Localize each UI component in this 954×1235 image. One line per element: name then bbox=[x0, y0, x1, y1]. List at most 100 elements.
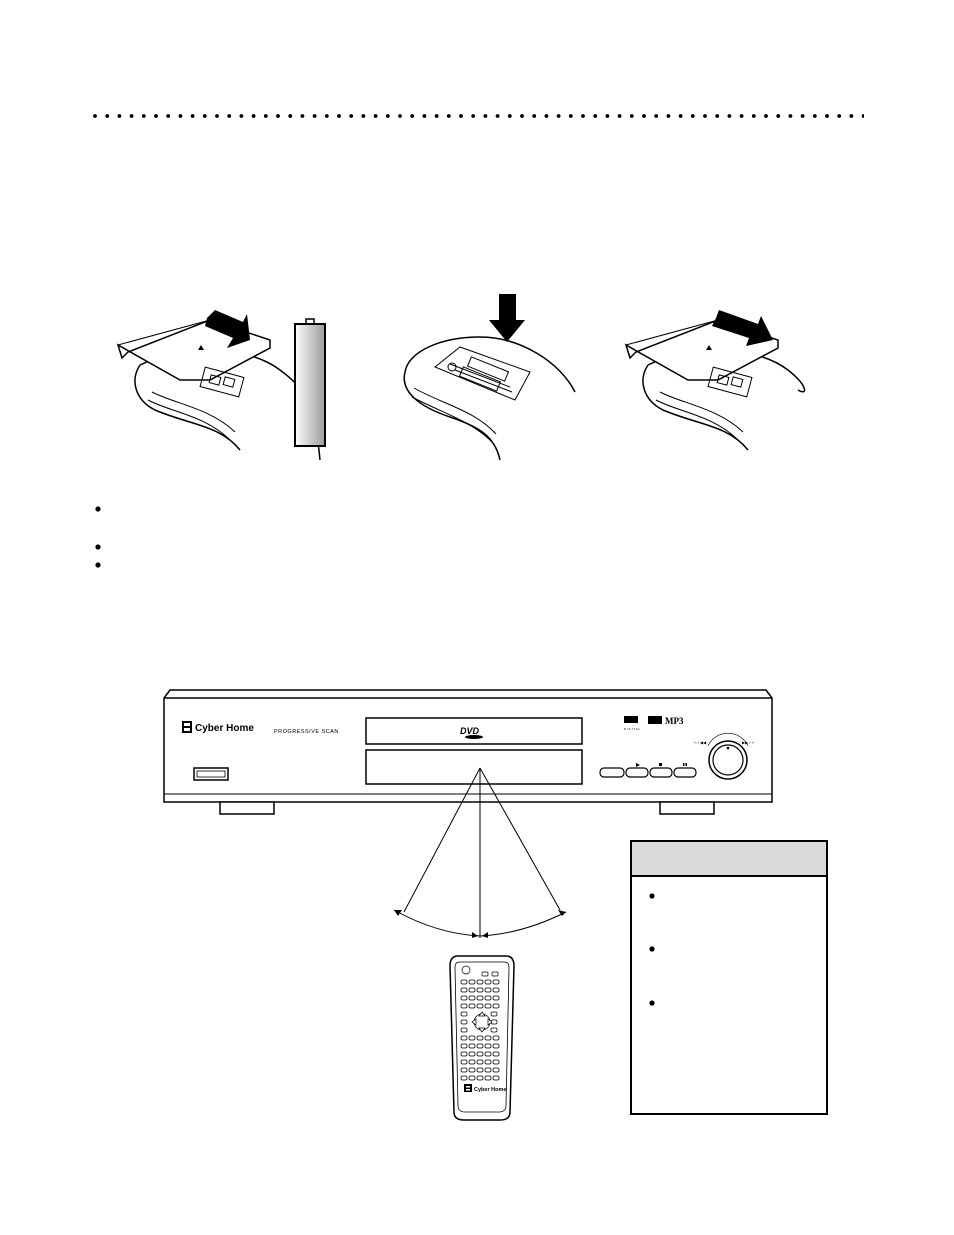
rule-dot bbox=[617, 114, 622, 118]
remote-button bbox=[476, 1003, 484, 1009]
rule-dot bbox=[812, 114, 817, 118]
rule-dot bbox=[629, 114, 634, 118]
remote-button bbox=[468, 1035, 476, 1041]
svg-text:‹‹ / ◀◀: ‹‹ / ◀◀ bbox=[694, 740, 707, 745]
remote-brand: Cyber Home bbox=[474, 1087, 506, 1093]
rule-dot bbox=[178, 114, 183, 118]
rule-dot bbox=[337, 114, 341, 118]
remote-button bbox=[484, 1035, 492, 1041]
rule-dot bbox=[544, 114, 549, 118]
remote-button bbox=[468, 1043, 476, 1049]
remote-button bbox=[476, 1043, 484, 1049]
rule-dot bbox=[581, 114, 585, 118]
remote-control-icon: Cyber Home bbox=[449, 955, 515, 1121]
remote-button bbox=[460, 1043, 468, 1049]
remote-button bbox=[476, 1035, 484, 1041]
remote-button bbox=[468, 1059, 476, 1065]
remote-button bbox=[484, 1051, 492, 1057]
remote-button bbox=[460, 987, 468, 993]
rule-dot bbox=[141, 114, 146, 118]
rule-dot bbox=[849, 114, 854, 118]
remote-button bbox=[492, 1075, 500, 1081]
rule-dot bbox=[446, 114, 451, 118]
remote-button bbox=[468, 1003, 476, 1009]
rule-dot bbox=[703, 114, 707, 118]
rule-dot bbox=[690, 114, 695, 118]
rule-dot bbox=[666, 114, 671, 118]
remote-button bbox=[468, 1051, 476, 1057]
remote-button bbox=[492, 1067, 500, 1073]
rule-dot bbox=[215, 114, 219, 118]
disc-tray bbox=[365, 717, 583, 745]
rule-dot bbox=[495, 114, 500, 118]
rule-dot bbox=[715, 114, 720, 118]
remote-button bbox=[468, 995, 476, 1001]
remote-button bbox=[491, 971, 499, 977]
remote-button bbox=[492, 1035, 500, 1041]
mp3-logo: MP3 bbox=[665, 716, 684, 726]
remote-button bbox=[484, 995, 492, 1001]
remote-button bbox=[468, 1075, 476, 1081]
rule-dot bbox=[129, 114, 134, 118]
rule-dot bbox=[410, 114, 415, 118]
remote-button bbox=[484, 1043, 492, 1049]
svg-text:D I G I T A L: D I G I T A L bbox=[624, 727, 641, 731]
remote-button bbox=[460, 1019, 468, 1025]
cyberhome-logo: Cyber Home bbox=[182, 721, 254, 734]
rule-dot bbox=[727, 114, 732, 118]
rule-dot bbox=[788, 114, 793, 118]
rule-dot bbox=[361, 114, 366, 118]
rule-dot bbox=[154, 114, 158, 118]
remote-button bbox=[460, 1075, 468, 1081]
rule-dot bbox=[324, 114, 329, 118]
dotted-separator bbox=[93, 114, 864, 118]
aa-battery-icon bbox=[294, 318, 326, 447]
battery-step-close-cover bbox=[624, 310, 806, 451]
battery-step-open-cover bbox=[116, 310, 321, 460]
rule-dot bbox=[642, 114, 646, 118]
rule-dot bbox=[459, 114, 463, 118]
remote-button bbox=[468, 979, 476, 985]
svg-text:▶▶ / ››: ▶▶ / ›› bbox=[742, 740, 755, 745]
tip-box-header bbox=[632, 842, 826, 877]
rule-dot bbox=[654, 114, 659, 118]
rule-dot bbox=[532, 114, 537, 118]
tip-item bbox=[648, 994, 656, 1006]
rule-dot bbox=[507, 114, 512, 118]
bullet-item bbox=[94, 561, 104, 571]
remote-button bbox=[492, 979, 500, 985]
rule-dot bbox=[434, 114, 439, 118]
remote-button bbox=[478, 1027, 486, 1033]
remote-button bbox=[492, 1051, 500, 1057]
remote-button bbox=[461, 965, 471, 975]
bullet-item bbox=[94, 505, 104, 515]
remote-button bbox=[473, 1013, 491, 1031]
player-model-text: PROGRESSIVE SCAN bbox=[274, 729, 339, 735]
rule-dot bbox=[166, 114, 171, 118]
tip-item bbox=[648, 887, 656, 899]
remote-button bbox=[460, 1035, 468, 1041]
remote-button bbox=[476, 987, 484, 993]
remote-button bbox=[484, 1059, 492, 1065]
remote-button bbox=[492, 1059, 500, 1065]
rule-dot bbox=[312, 114, 317, 118]
rule-dot bbox=[105, 114, 110, 118]
tip-box bbox=[630, 840, 828, 1115]
remote-button bbox=[490, 1011, 498, 1017]
rule-dot bbox=[117, 114, 122, 118]
rule-dot bbox=[239, 114, 244, 118]
remote-button bbox=[492, 1043, 500, 1049]
remote-button bbox=[492, 987, 500, 993]
remote-button bbox=[484, 979, 492, 985]
remote-button bbox=[492, 995, 500, 1001]
remote-button bbox=[468, 1067, 476, 1073]
rule-dot bbox=[861, 114, 864, 118]
rule-dot bbox=[678, 114, 683, 118]
remote-button bbox=[484, 1075, 492, 1081]
rule-dot bbox=[288, 114, 293, 118]
rule-dot bbox=[398, 114, 402, 118]
rule-dot bbox=[349, 114, 354, 118]
remote-button bbox=[476, 979, 484, 985]
remote-button bbox=[460, 1027, 468, 1033]
rule-dot bbox=[227, 114, 232, 118]
